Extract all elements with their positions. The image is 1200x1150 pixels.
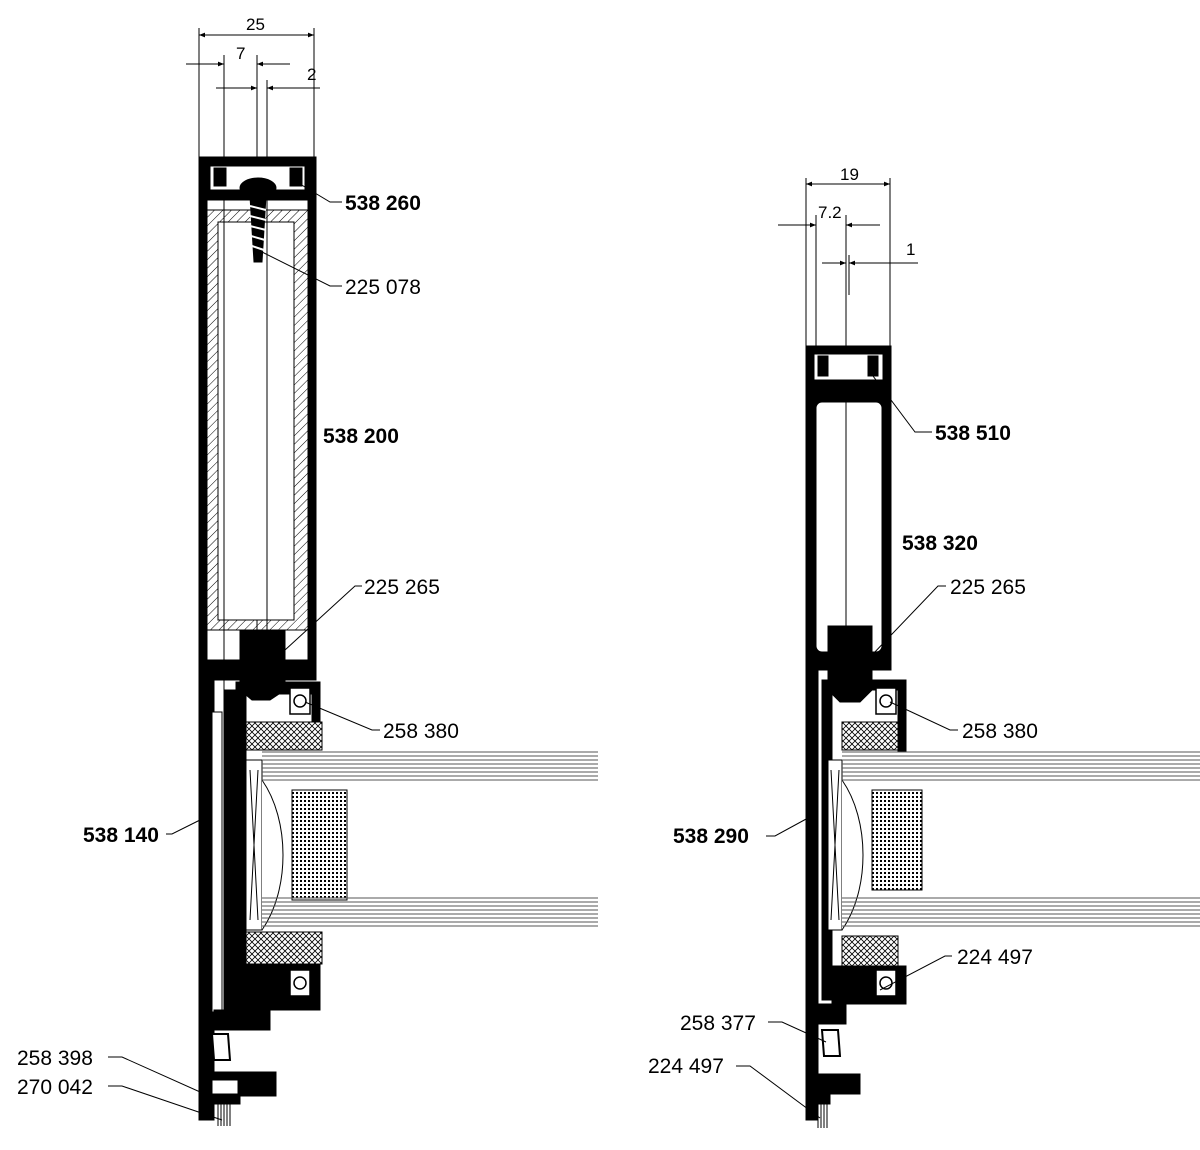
label-224-497-upper: 224 497: [957, 946, 1033, 969]
right-sash-profile: [805, 669, 923, 1128]
right-section: 19 7.2 1: [648, 165, 1200, 1128]
label-225-265-left: 225 265: [364, 576, 440, 599]
left-glass-pane: [262, 751, 598, 927]
label-538-320: 538 320: [902, 532, 978, 555]
left-dim-small: 2: [307, 65, 316, 84]
label-538-290: 538 290: [673, 825, 749, 848]
label-538-510: 538 510: [935, 422, 1011, 445]
label-538-140: 538 140: [83, 824, 159, 847]
right-frame-profile: [805, 345, 892, 703]
left-dim-offset: 7: [236, 44, 245, 63]
label-258-380-right: 258 380: [962, 720, 1038, 743]
label-225-078: 225 078: [345, 276, 421, 299]
right-dim-offset: 7.2: [818, 203, 842, 222]
label-270-042: 270 042: [17, 1076, 93, 1099]
label-538-200: 538 200: [323, 425, 399, 448]
left-sash-profile: [198, 677, 348, 1126]
left-dim-overall: 25: [246, 15, 265, 34]
left-frame-profile: [198, 156, 317, 701]
label-258-380-left: 258 380: [383, 720, 459, 743]
right-glass-pane: [842, 751, 1200, 927]
right-leaders: [736, 371, 958, 1119]
label-258-377: 258 377: [680, 1012, 756, 1035]
label-258-398: 258 398: [17, 1047, 93, 1070]
label-224-497-lower: 224 497: [648, 1055, 724, 1078]
label-538-260: 538 260: [345, 192, 421, 215]
left-section: 25 7 2: [17, 15, 598, 1126]
right-dim-small: 1: [906, 240, 915, 259]
left-leaders: [108, 177, 380, 1121]
label-225-265-right: 225 265: [950, 576, 1026, 599]
right-dim-overall: 19: [840, 165, 859, 184]
